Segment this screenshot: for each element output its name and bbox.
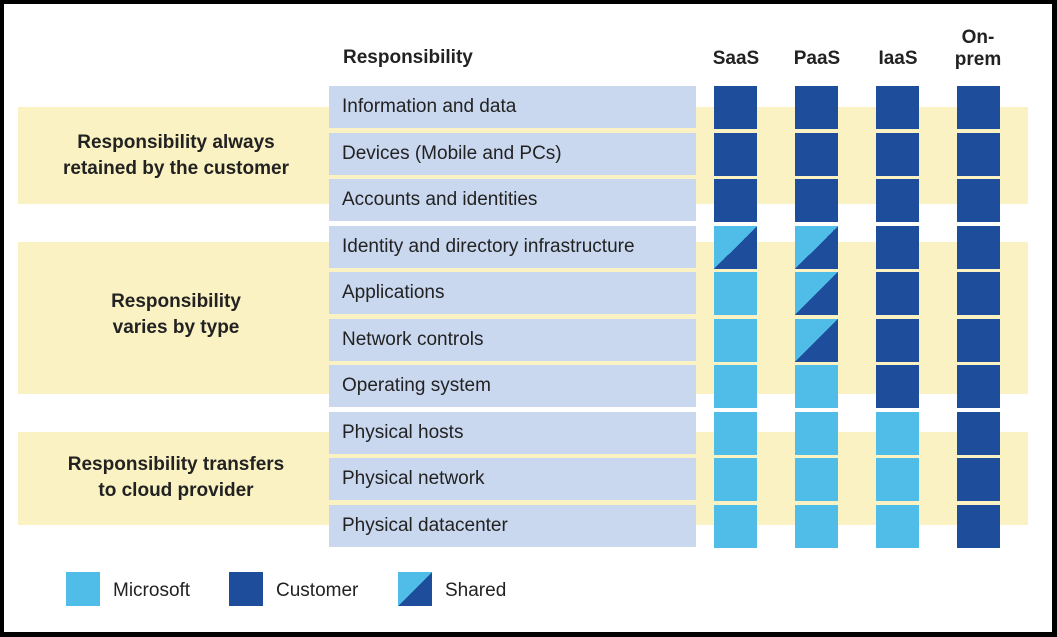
group-label-varies: Responsibility varies by type [111, 291, 241, 338]
cell-paas [795, 86, 838, 129]
row-label: Physical network [329, 458, 696, 500]
cell-on-prem [957, 272, 1000, 315]
cell-saas [714, 179, 757, 222]
cell-saas [714, 458, 757, 501]
cell-iaas [876, 86, 919, 129]
cell-saas [714, 132, 757, 176]
column-header-iaas: IaaS [878, 48, 918, 69]
cell-paas [795, 504, 838, 548]
legend-label-customer: Customer [276, 580, 359, 601]
legend-label-shared: Shared [445, 580, 507, 601]
cell-iaas [876, 132, 919, 176]
group-label-customer: Responsibility always retained by the cu… [63, 132, 289, 179]
responsibility-header: Responsibility [343, 47, 473, 68]
cell-on-prem [957, 225, 1000, 269]
row-label: Physical hosts [329, 411, 696, 454]
cell-iaas [876, 225, 919, 269]
legend-swatch-microsoft [66, 572, 100, 606]
cell-on-prem [957, 365, 1000, 408]
cell-on-prem [957, 318, 1000, 362]
cell-saas [714, 225, 757, 269]
legend-label-microsoft: Microsoft [113, 580, 191, 601]
cell-iaas [876, 458, 919, 501]
cell-saas [714, 365, 757, 408]
cell-saas [714, 86, 757, 129]
cell-on-prem [957, 504, 1000, 548]
cell-iaas [876, 318, 919, 362]
cell-paas [795, 318, 838, 362]
cell-paas [795, 272, 838, 315]
responsibility-matrix: Responsibility always retained by the cu… [4, 4, 1052, 632]
row-label: Operating system [329, 365, 696, 407]
cell-iaas [876, 365, 919, 408]
column-header-saas: SaaS [712, 48, 760, 69]
cell-paas [795, 411, 838, 455]
cell-saas [714, 504, 757, 548]
row-label: Accounts and identities [329, 179, 696, 221]
legend-swatch-customer [229, 572, 263, 606]
cell-paas [795, 365, 838, 408]
cell-paas [795, 458, 838, 501]
row-label: Devices (Mobile and PCs) [329, 132, 696, 175]
cell-iaas [876, 504, 919, 548]
cell-paas [795, 225, 838, 269]
cell-on-prem [957, 132, 1000, 176]
row-label: Identity and directory infrastructure [329, 225, 696, 268]
cell-on-prem [957, 458, 1000, 501]
group-label-provider: Responsibility transfers to cloud provid… [67, 454, 285, 501]
cell-iaas [876, 411, 919, 455]
row-label: Applications [329, 272, 696, 314]
cell-saas [714, 318, 757, 362]
column-header-paas: PaaS [793, 48, 841, 69]
cell-iaas [876, 179, 919, 222]
row-label: Network controls [329, 318, 696, 361]
row-label: Physical datacenter [329, 504, 696, 547]
cell-on-prem [957, 179, 1000, 222]
column-header-on-prem: On- prem [954, 27, 1002, 70]
cell-saas [714, 411, 757, 455]
cell-paas [795, 132, 838, 176]
cell-on-prem [957, 411, 1000, 455]
cell-paas [795, 179, 838, 222]
cell-iaas [876, 272, 919, 315]
cell-saas [714, 272, 757, 315]
cell-on-prem [957, 86, 1000, 129]
row-label: Information and data [329, 86, 696, 128]
legend-swatch-shared [398, 572, 432, 606]
